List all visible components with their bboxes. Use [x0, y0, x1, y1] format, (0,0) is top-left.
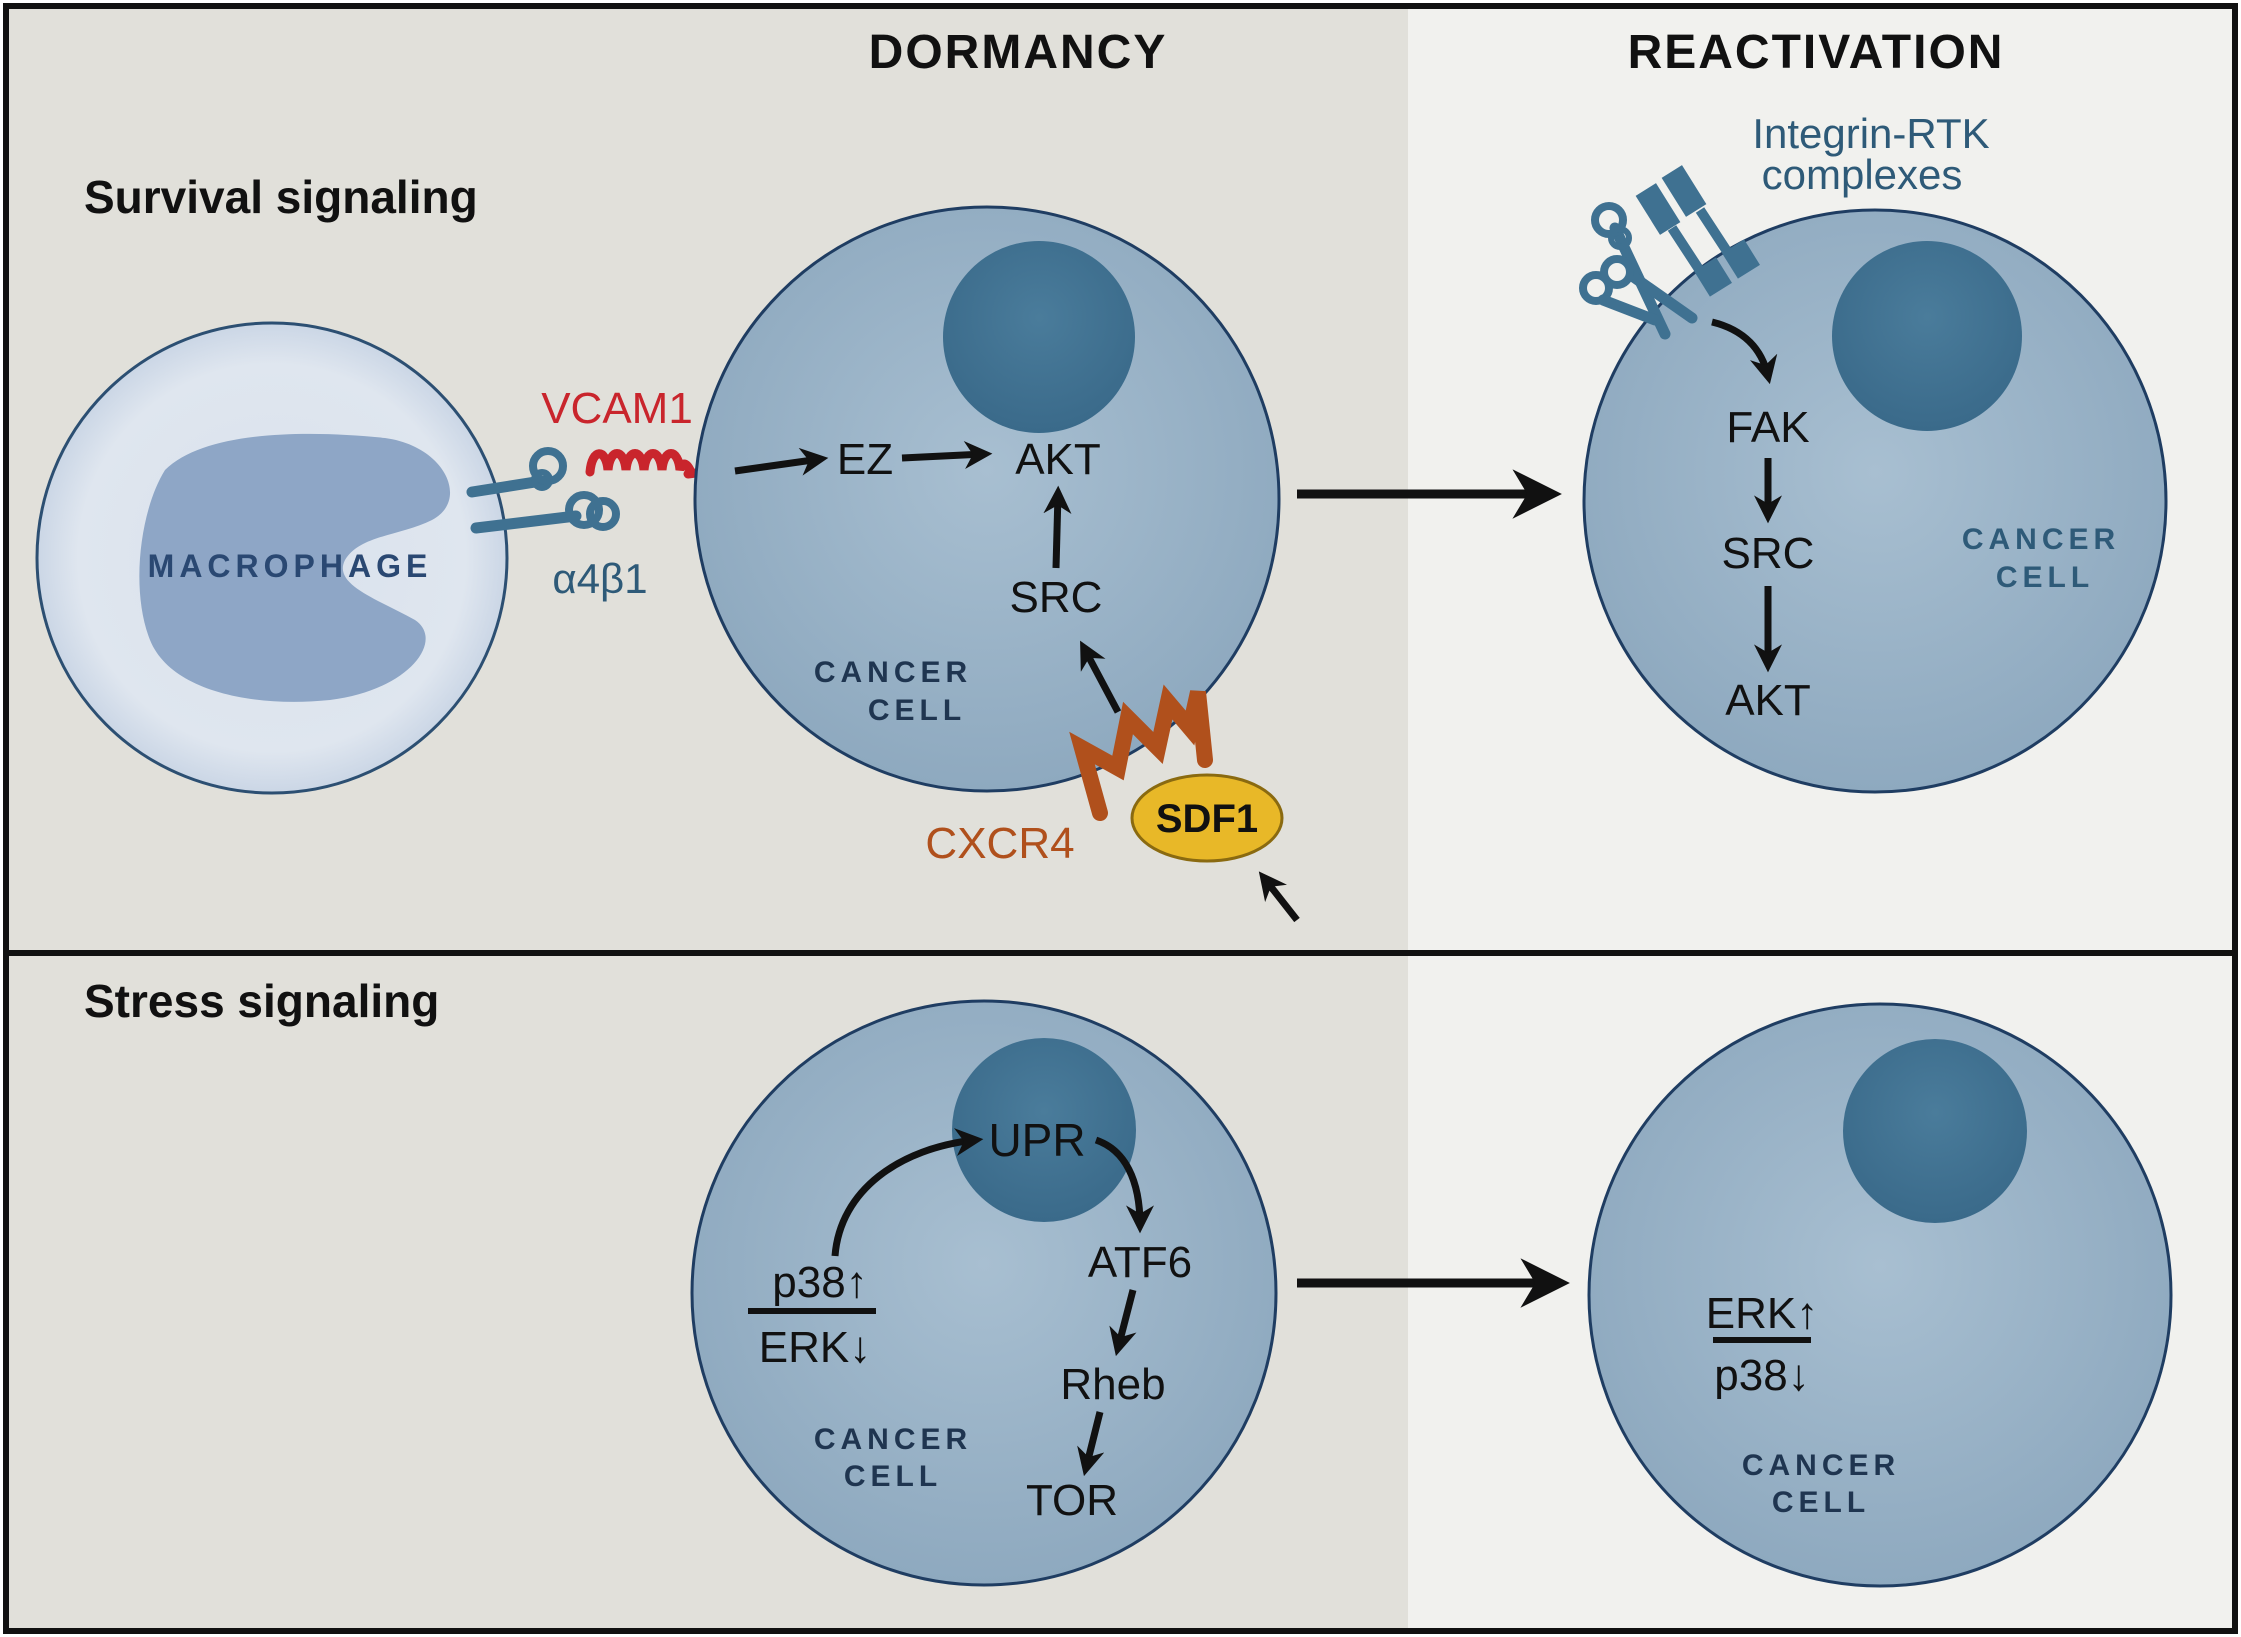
tor-label: TOR: [1026, 1476, 1118, 1525]
dormancy-header: DORMANCY: [869, 26, 1168, 79]
arrow-upr-atf6: [1094, 1136, 1154, 1234]
cancer-cell-label: CANCER: [1742, 1449, 1900, 1482]
src2-label: SRC: [1722, 529, 1815, 578]
survival-section-title: Survival signaling: [84, 171, 478, 223]
arrow-integrin-fak: [1711, 318, 1778, 385]
nucleus: [952, 1038, 1136, 1222]
upr-label: UPR: [988, 1114, 1085, 1166]
figure-frame: [3, 3, 2238, 1634]
erk-up-label: ERK↑: [1706, 1289, 1818, 1338]
sdf1-label: SDF1: [1156, 797, 1258, 841]
cancer-cell-label: CANCER: [814, 656, 972, 689]
arrow-p38-upr: [831, 1128, 984, 1257]
akt2-label: AKT: [1725, 676, 1811, 725]
nucleus: [1843, 1039, 2027, 1223]
arrow-atf6-rheb: [1109, 1289, 1137, 1357]
reactivated-cancer-cell: CANCER CELL: [1582, 208, 2168, 794]
arrow-ez-akt: [901, 440, 993, 469]
sdf1-ligand: [1130, 773, 1284, 863]
a4b1-label: α4β1: [552, 555, 647, 602]
cancer-cell-label: CELL: [1996, 561, 2094, 594]
nucleus: [1832, 241, 2022, 431]
cxcr4-icon: [1069, 684, 1213, 821]
arrow-cxcr4-src: [1080, 640, 1122, 714]
src-label: SRC: [1010, 573, 1103, 622]
rtk-icon: [1635, 165, 1760, 297]
ez-label: EZ: [837, 435, 893, 484]
fak-label: FAK: [1726, 403, 1809, 452]
rheb-label: Rheb: [1060, 1360, 1165, 1409]
arrow-into-sdf1: [1258, 871, 1300, 923]
arrow-rheb-tor: [1077, 1411, 1105, 1477]
arrow-src-akt: [1043, 485, 1072, 569]
erk-label: ERK↓: [759, 1323, 871, 1372]
stress-reactivated-cancer-cell: CANCER CELL: [1587, 1002, 2173, 1588]
atf6-label: ATF6: [1088, 1238, 1192, 1287]
a4b1-integrin-icon: [466, 447, 620, 534]
cancer-cell-label: CANCER: [814, 1423, 972, 1456]
cancer-cell-label: CANCER: [1962, 523, 2120, 556]
vcam1-label: VCAM1: [541, 384, 693, 433]
p38-down-label: p38↓: [1714, 1351, 1809, 1400]
macrophage-cell: MACROPHAGE: [35, 321, 509, 795]
dormant-cancer-cell: CANCER CELL: [693, 205, 1281, 793]
cancer-cell-label: CELL: [1772, 1486, 1870, 1519]
arrow-vcam-ez: [734, 447, 829, 476]
integrin-rtk-icon: [1579, 202, 1698, 340]
cancer-cell-label: CELL: [868, 694, 966, 727]
stress-dormant-cancer-cell: CANCER CELL: [690, 999, 1278, 1587]
nucleus: [943, 241, 1135, 433]
stress-section-title: Stress signaling: [84, 975, 439, 1027]
reactivation-header: REACTIVATION: [1628, 26, 2005, 79]
akt-label: AKT: [1015, 435, 1101, 484]
integrin-rtk-label: Integrin-RTK: [1752, 110, 1989, 157]
p38-label: p38↑: [772, 1258, 867, 1307]
macrophage-nucleus: [139, 433, 451, 702]
macrophage-label: MACROPHAGE: [148, 548, 433, 584]
cancer-cell-label: CELL: [844, 1460, 942, 1493]
cxcr4-label: CXCR4: [925, 819, 1074, 868]
integrin-rtk-label: complexes: [1762, 151, 1963, 198]
